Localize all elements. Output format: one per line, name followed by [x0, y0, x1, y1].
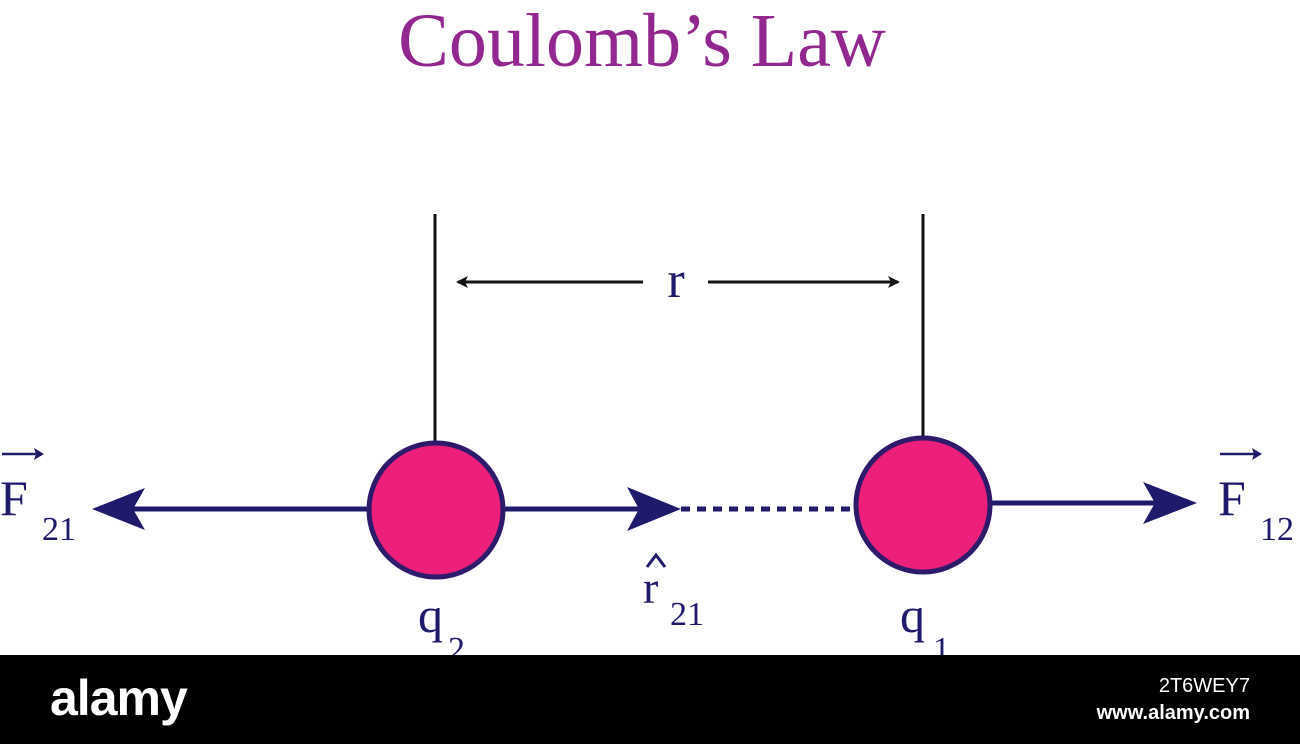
charge-q2-label: q 2: [418, 587, 465, 655]
force-f21-symbol: F: [0, 470, 28, 526]
vector-arrowhead-icon: [1252, 448, 1262, 460]
charge-q2: [366, 440, 506, 580]
force-f21-subscript: 21: [42, 511, 76, 548]
site-url: www.alamy.com: [1096, 702, 1250, 724]
force-f12-subscript: 12: [1260, 511, 1294, 548]
stock-image-footer: alamy 2T6WEY7 www.alamy.com: [0, 655, 1300, 744]
unit-vector-label: r 21: [643, 552, 704, 633]
unit-vector-subscript: 21: [670, 596, 704, 633]
unit-vector-symbol: r: [643, 562, 658, 613]
unit-vector-hat-icon: [645, 552, 667, 568]
distance-label: r: [667, 252, 684, 309]
force-f21-arrowhead: [92, 488, 145, 530]
charge-q1: [853, 435, 993, 575]
charge-q1-label: q 1: [900, 587, 950, 655]
vector-arrowhead-icon: [34, 448, 44, 460]
charge-q2-symbol: q: [418, 587, 443, 643]
charge-q1-subscript: 1: [933, 631, 950, 655]
alamy-logo: alamy: [50, 670, 188, 726]
force-f12-arrowhead: [1143, 482, 1197, 524]
coulombs-law-diagram: Coulomb’s Law r F 21 F 12 r: [0, 0, 1294, 655]
force-f12-symbol: F: [1218, 470, 1246, 526]
unit-vector-arrowhead: [627, 487, 681, 531]
charge-q1-symbol: q: [900, 587, 925, 643]
force-f21-label: F 21: [0, 448, 76, 548]
force-f12-label: F 12: [1218, 448, 1294, 548]
image-id: 2T6WEY7: [1158, 675, 1250, 697]
charge-q2-subscript: 2: [448, 631, 465, 655]
diagram-title: Coulomb’s Law: [398, 0, 886, 83]
